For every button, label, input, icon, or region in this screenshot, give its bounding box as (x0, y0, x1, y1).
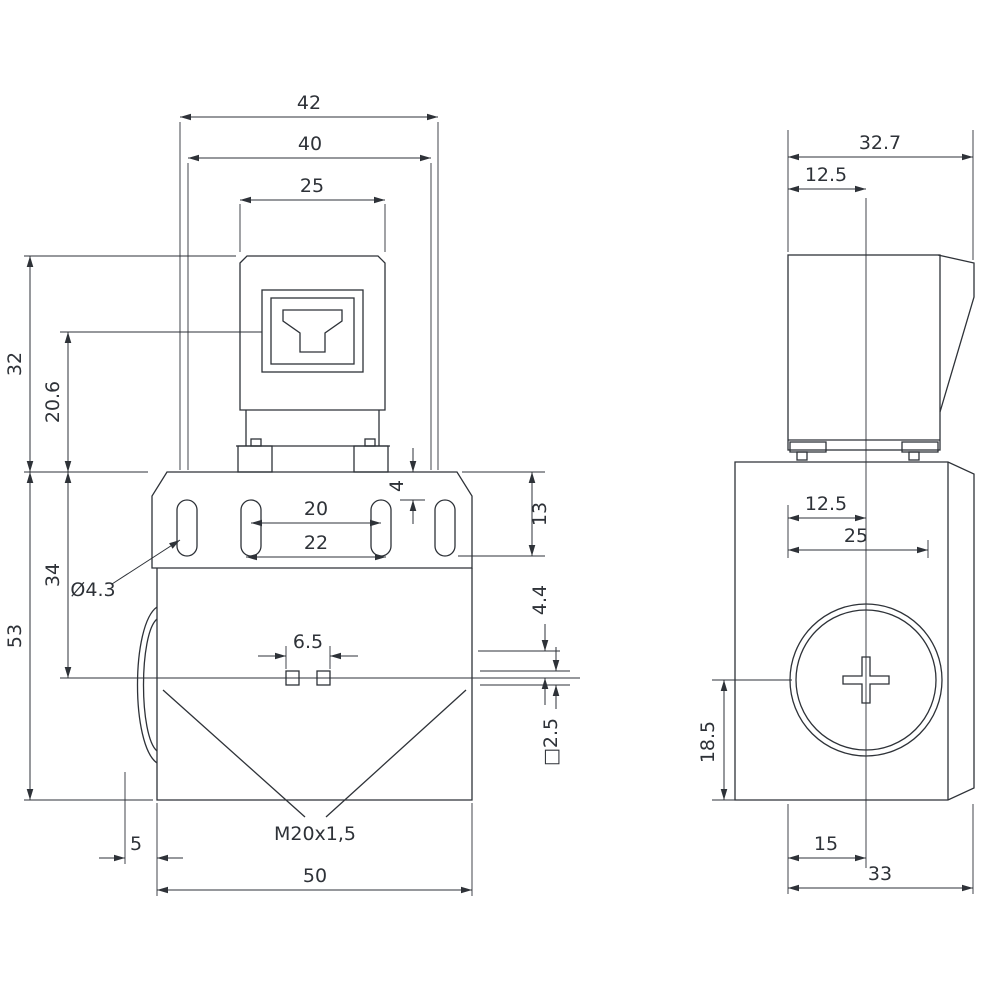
dim-width-50: 50 (303, 865, 327, 887)
dim-height-4-4: 4.4 (529, 585, 551, 615)
dim-height-32: 32 (4, 352, 26, 376)
dim-width-5: 5 (130, 833, 142, 855)
dim-side-33: 33 (868, 863, 892, 885)
dim-side-15: 15 (814, 833, 838, 855)
dim-square-2-5: □2.5 (540, 718, 562, 766)
dim-side-25: 25 (844, 525, 868, 547)
dim-width-6-5: 6.5 (293, 631, 323, 653)
dim-side-12-5-top: 12.5 (805, 164, 847, 186)
dim-side-12-5-mid: 12.5 (805, 493, 847, 515)
dim-slot-spacing-20: 20 (304, 498, 328, 520)
front-view-outline (60, 255, 580, 818)
mounting-slot (370, 499, 392, 557)
dim-slot-spacing-22: 22 (304, 532, 328, 554)
dim-side-18-5: 18.5 (697, 721, 719, 763)
side-plunger-dome (136, 606, 158, 764)
dim-height-34: 34 (42, 563, 64, 587)
slot-diameter-callout: Ø4.3 (70, 579, 115, 601)
mounting-slot (176, 499, 198, 557)
dim-width-40: 40 (298, 133, 322, 155)
mounting-slot (434, 499, 456, 557)
extension-lines (24, 122, 974, 896)
dimension-lines (26, 113, 973, 894)
dim-width-42: 42 (297, 92, 321, 114)
dim-height-53: 53 (4, 624, 26, 648)
dim-width-25: 25 (300, 175, 324, 197)
mounting-slot (240, 499, 262, 557)
cross-screw-slot (842, 656, 890, 704)
roller-plunger-symbol (282, 309, 343, 353)
dim-height-20-6: 20.6 (42, 381, 64, 423)
thread-callout-m20: M20x1,5 (274, 823, 356, 845)
dim-height-13: 13 (529, 502, 551, 526)
dim-side-32-7: 32.7 (859, 132, 901, 154)
dim-height-4: 4 (386, 480, 408, 492)
dimension-labels: 42 40 25 32 20.6 53 34 4 13 20 22 Ø4.3 4… (4, 92, 901, 887)
